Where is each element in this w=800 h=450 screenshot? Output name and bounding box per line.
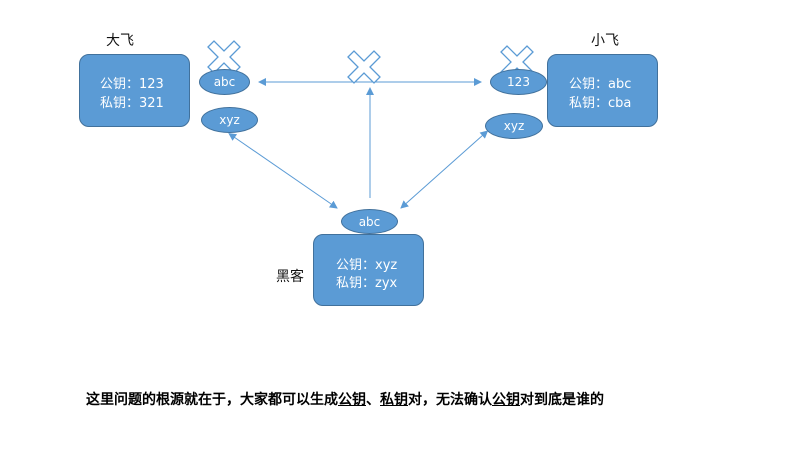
caption-part1: 这里问题的根源就在于，大家都可以生成 bbox=[86, 392, 338, 408]
cross-icon-middle bbox=[347, 50, 381, 84]
dafei-key-box: 公钥：123 私钥：321 bbox=[79, 54, 190, 127]
cross-icon-dafei bbox=[207, 40, 241, 74]
dafei-public-key: 公钥：123 bbox=[100, 77, 164, 92]
caption-public-key: 公钥 bbox=[338, 392, 366, 408]
hacker-name: 黑客 bbox=[276, 269, 304, 285]
xiaofei-public-key: 公钥：abc bbox=[569, 77, 632, 92]
xiaofei-received-key: 123 bbox=[490, 69, 547, 95]
caption-part3: 对到底是谁的 bbox=[520, 392, 604, 408]
caption-part2: 对，无法确认 bbox=[408, 392, 492, 408]
caption: 这里问题的根源就在于，大家都可以生成公钥、私钥对，无法确认公钥对到底是谁的 bbox=[86, 389, 604, 409]
hacker-key-box: 公钥：xyz 私钥：zyx bbox=[313, 234, 424, 306]
dafei-sent-key: xyz bbox=[201, 107, 258, 133]
hacker-key: abc bbox=[341, 209, 398, 234]
caption-separator: 、 bbox=[366, 392, 380, 408]
arrow-dafei-hacker bbox=[228, 133, 338, 209]
arrow-xiaofei-hacker bbox=[400, 130, 489, 209]
caption-private-key: 私钥 bbox=[380, 392, 408, 408]
hacker-private-key: 私钥：zyx bbox=[336, 276, 398, 291]
dafei-private-key: 私钥：321 bbox=[100, 96, 164, 111]
xiaofei-sent-key: xyz bbox=[485, 113, 543, 139]
caption-public-key-2: 公钥 bbox=[492, 392, 520, 408]
dafei-name: 大飞 bbox=[106, 33, 134, 49]
xiaofei-name: 小飞 bbox=[591, 33, 619, 49]
xiaofei-private-key: 私钥：cba bbox=[569, 96, 632, 111]
hacker-public-key: 公钥：xyz bbox=[336, 258, 398, 273]
dafei-received-key: abc bbox=[199, 69, 250, 95]
xiaofei-key-box: 公钥：abc 私钥：cba bbox=[547, 54, 658, 127]
